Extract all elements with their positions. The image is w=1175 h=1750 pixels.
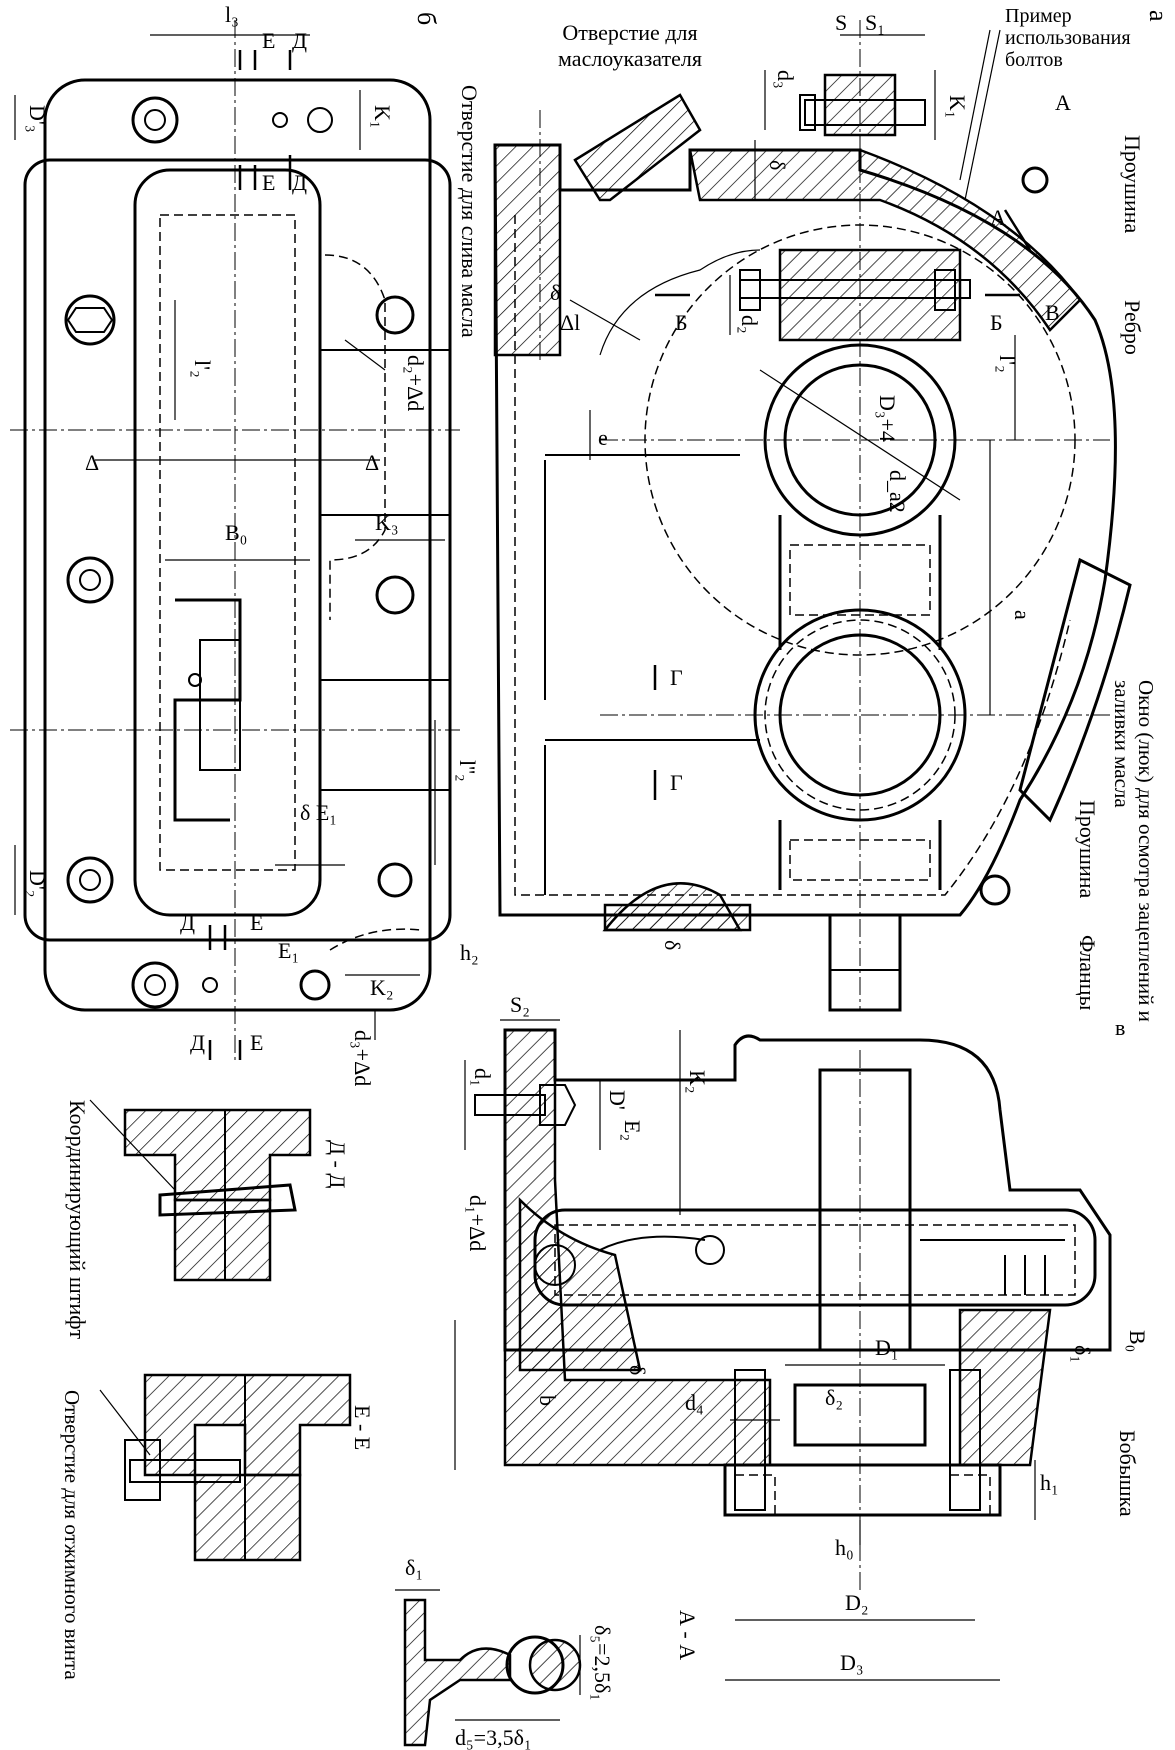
mark-e-bottom-label: Е <box>250 910 263 935</box>
dim-d1dd-label: d₁+Δd <box>465 1195 490 1251</box>
mark-b-right-label: Б <box>990 310 1003 335</box>
bolt-example-label: Пример использования болтов <box>1005 5 1131 71</box>
locating-pin-label: Координирующий штифт <box>65 1100 90 1340</box>
mark-d-bottom-label: Д <box>180 910 195 935</box>
mark-d-top-label: Д <box>292 28 307 53</box>
dim-de1-label: δ E₁ <box>300 800 337 825</box>
mark-v-label: В <box>1045 300 1060 325</box>
dim-d2-label: d₂ <box>737 315 762 334</box>
lug-bottom-label: Проушина <box>1075 800 1100 899</box>
lug-detail <box>395 1589 582 1747</box>
mark-e-low-label: Е <box>250 1030 263 1055</box>
dim-h2-label: h₂ <box>460 940 479 965</box>
boss-label: Бобышка <box>1115 1430 1140 1517</box>
dim-d1-big-label: D₁ <box>875 1335 899 1360</box>
panel-b-label: б <box>412 12 441 25</box>
dim-s-label: S <box>835 10 847 35</box>
jack-screw-hole-label: Отверстие для отжимного винта <box>60 1390 84 1680</box>
dim-delta1-lug-label: δ₁ <box>405 1555 423 1580</box>
view-b-top-view <box>10 20 460 1060</box>
section-ee <box>99 1373 352 1562</box>
dim-d4-label: d₄ <box>685 1390 704 1415</box>
oil-gauge-hole-label: Отверстие для маслоуказателя <box>558 20 702 71</box>
mark-e-top-label: Е <box>262 28 275 53</box>
mark-d-low-label: Д <box>190 1030 205 1055</box>
rib-label: Ребро <box>1120 300 1145 355</box>
lug-top-label: Проушина <box>1120 135 1145 234</box>
view-aa-section <box>454 1019 1112 1681</box>
dim-d3dd-label: d₃+Δd <box>350 1030 375 1086</box>
dim-k2-label: K₂ <box>370 975 394 1000</box>
dim-a-label: a <box>1010 610 1035 620</box>
dim-d2p-label: D'₂ <box>25 870 50 898</box>
dim-l2p-front-label: l'₂ <box>995 355 1020 373</box>
mark-e-mid-label: Е <box>262 170 275 195</box>
view-a-front-view <box>493 20 1132 1012</box>
dim-d2dd-label: d₂+Δd <box>403 355 428 411</box>
dim-b0-label: B₀ <box>225 520 247 545</box>
dim-delta-aa-label: δ <box>625 1365 650 1375</box>
dim-delta-right-label: Δ <box>365 450 379 475</box>
dim-e-label: e <box>598 425 608 450</box>
dim-dp-label: D' <box>605 1090 630 1110</box>
mark-g-bottom-label: Г <box>670 770 683 795</box>
dim-e1-label: E₁ <box>278 938 299 963</box>
mark-a-section-label: А <box>990 205 1006 230</box>
dim-d34-label: D₃+4 <box>875 395 900 442</box>
flanges-label: Фланцы <box>1075 935 1100 1011</box>
dim-delta2-label: δ₂ <box>825 1385 843 1410</box>
dim-h1-label: h₁ <box>1040 1470 1059 1495</box>
dim-d5-label: d₅=3,5δ₁ <box>455 1725 532 1750</box>
dim-k1-label: K₁ <box>370 105 395 129</box>
section-aa-label: А - А <box>675 1610 700 1660</box>
dim-l2p-label: l'₂ <box>190 360 215 378</box>
dim-b-label: b <box>535 1395 560 1406</box>
dim-k2-front-label: K₂ <box>685 1070 710 1094</box>
dim-delta5-label: δ₅=2,5δ₁ <box>590 1625 615 1701</box>
dim-d3p-label: D'₃ <box>25 105 50 133</box>
inspection-window-label: Окно (люк) для осмотра зацеплений и зали… <box>1110 680 1158 1022</box>
dim-delta-left-label: Δ <box>85 450 99 475</box>
dim-da2-label: d_a2 <box>885 470 910 513</box>
dim-k3-label: K₃ <box>375 510 399 535</box>
dim-delta-wall-label: δ <box>550 280 560 305</box>
dim-delta-top-label: δ <box>765 160 790 170</box>
dim-d3-label: d₃ <box>773 70 798 89</box>
section-dd-label: Д - Д <box>325 1140 350 1188</box>
mark-d-mid-label: Д <box>292 170 307 195</box>
oil-drain-hole-label: Отверстие для слива масла <box>457 85 482 338</box>
dim-delta-bottom-label: δ <box>660 940 685 950</box>
dim-l3-label: l₃ <box>225 2 239 27</box>
mark-b-left-label: Б <box>675 310 688 335</box>
dim-dl-label: Δl <box>560 310 580 335</box>
panel-a-label: а <box>1144 10 1173 22</box>
dim-d3-big-label: D₃ <box>840 1650 864 1675</box>
dim-d1-label: d₁ <box>470 1068 495 1087</box>
dim-k1-front-label: K₁ <box>945 95 970 119</box>
dim-l2pp-label: l''₂ <box>455 760 480 782</box>
dim-h0-label: h₀ <box>835 1535 854 1560</box>
section-dd <box>89 1099 312 1282</box>
section-ee-label: Е - Е <box>350 1405 375 1450</box>
dim-d2-big-label: D₂ <box>845 1590 869 1615</box>
mark-g-top-label: Г <box>670 665 683 690</box>
dim-s1-label: S₁ <box>865 10 885 35</box>
mark-a-top-label: А <box>1055 90 1071 115</box>
dim-delta1-aa-label: δ₁ <box>1070 1345 1095 1363</box>
dim-b0-front-label: B₀ <box>1125 1330 1150 1352</box>
dim-e2-label: E₂ <box>620 1120 645 1141</box>
panel-v-label: в <box>1115 1015 1125 1040</box>
dim-s2-label: S₂ <box>510 992 530 1017</box>
